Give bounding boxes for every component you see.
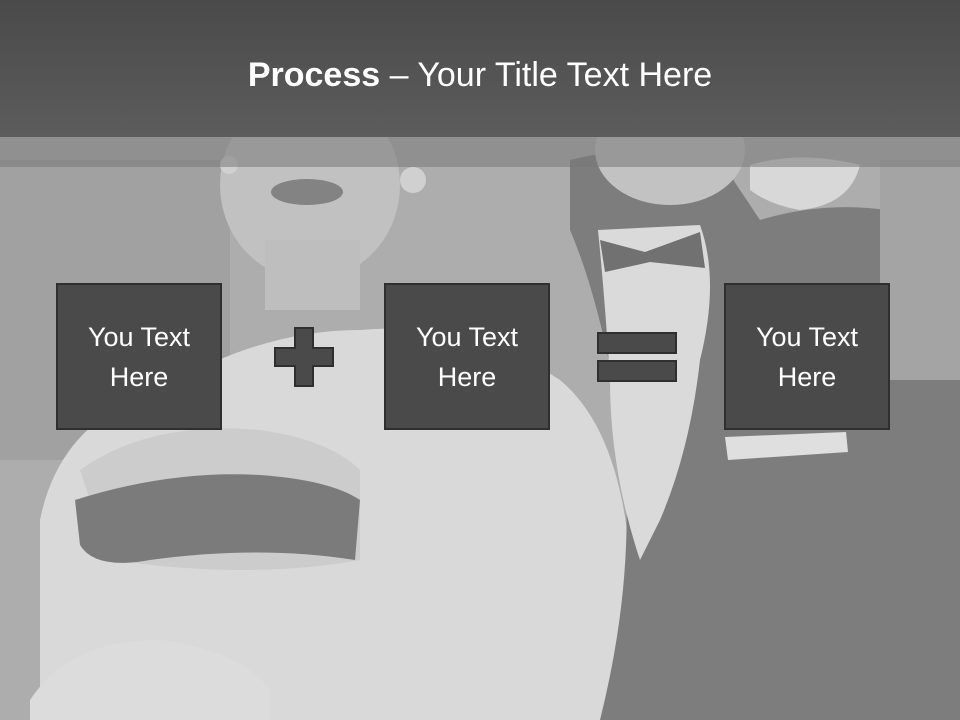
process-box-1-text: You Text Here — [87, 321, 191, 392]
plus-icon — [274, 327, 334, 387]
process-box-3: You Text Here — [724, 283, 890, 430]
title-rest: – Your Title Text Here — [380, 56, 713, 94]
title-bold: Process — [247, 56, 381, 94]
process-box-2: You Text Here — [384, 283, 550, 430]
title-bar — [0, 0, 960, 137]
process-box-3-text: You Text Here — [755, 321, 859, 392]
process-box-2-text: You Text Here — [415, 321, 519, 392]
equals-icon — [597, 332, 677, 382]
title-strip — [0, 137, 960, 167]
process-box-1: You Text Here — [56, 283, 222, 430]
slide-title: Process – Your Title Text Here — [0, 52, 960, 98]
